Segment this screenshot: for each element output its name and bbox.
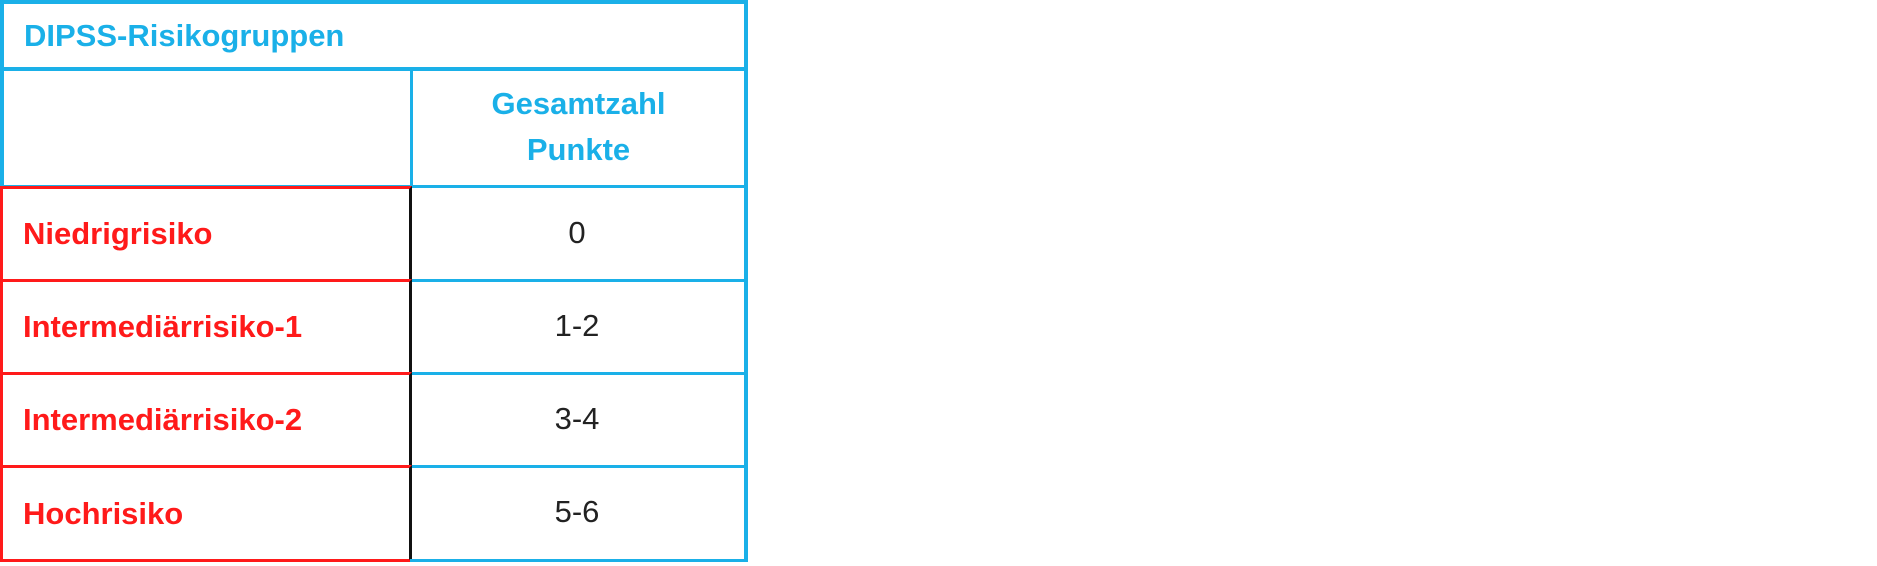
points-value: 3-4 [554, 400, 600, 436]
risk-group-label: Intermediärrisiko-2 [23, 402, 303, 437]
table-row-label: Hochrisiko [0, 465, 412, 562]
risk-group-label: Niedrigrisiko [23, 216, 213, 251]
points-column-header: Gesamtzahl Punkte [410, 69, 748, 188]
table-row-label: Intermediärrisiko-1 [0, 279, 412, 375]
risk-group-label: Hochrisiko [23, 495, 184, 531]
table-row-value: 0 [410, 186, 748, 282]
header-empty-cell [0, 69, 412, 188]
points-header-line1: Gesamtzahl [491, 86, 666, 121]
table-row-value: 3-4 [410, 372, 748, 468]
table-title: DIPSS-Risikogruppen [24, 17, 345, 53]
points-value: 1-2 [554, 307, 600, 343]
table-title-cell: DIPSS-Risikogruppen [0, 0, 748, 71]
dipss-risk-table: DIPSS-Risikogruppen Gesamtzahl Punkte Ni… [0, 0, 748, 566]
risk-group-label: Intermediärrisiko-1 [23, 309, 303, 344]
points-value: 0 [568, 214, 586, 250]
points-header-line2: Punkte [526, 132, 631, 167]
table-row-label: Intermediärrisiko-2 [0, 372, 412, 468]
points-value: 5-6 [554, 494, 600, 529]
table-row-value: 1-2 [410, 279, 748, 375]
table-row-value: 5-6 [410, 465, 748, 562]
table-row-label: Niedrigrisiko [0, 186, 412, 282]
